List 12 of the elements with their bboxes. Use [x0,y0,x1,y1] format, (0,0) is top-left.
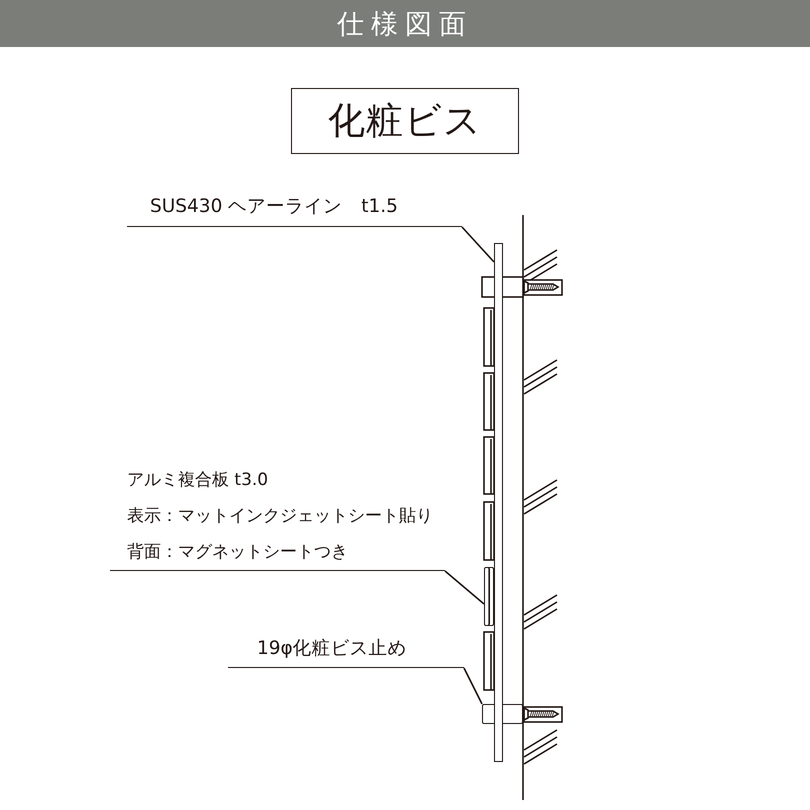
callout-text: アルミ複合板 t3.0 [127,469,268,492]
panel-drawing [484,567,494,626]
title-box [291,88,519,154]
leader-line [461,226,495,263]
callout-text: 背面：マグネットシートつき [127,541,348,564]
callout-text: SUS430 ヘアーライン t1.5 [150,195,398,218]
leader-line [463,668,483,704]
callout-text: 19φ化粧ビス止め [257,637,407,660]
callout-text: 表示：マットインクジェットシート貼り [127,505,433,528]
title-text: 仕様図面 [336,8,474,42]
plate-drawing [494,243,503,762]
box-label: 化粧ビス [328,98,482,144]
